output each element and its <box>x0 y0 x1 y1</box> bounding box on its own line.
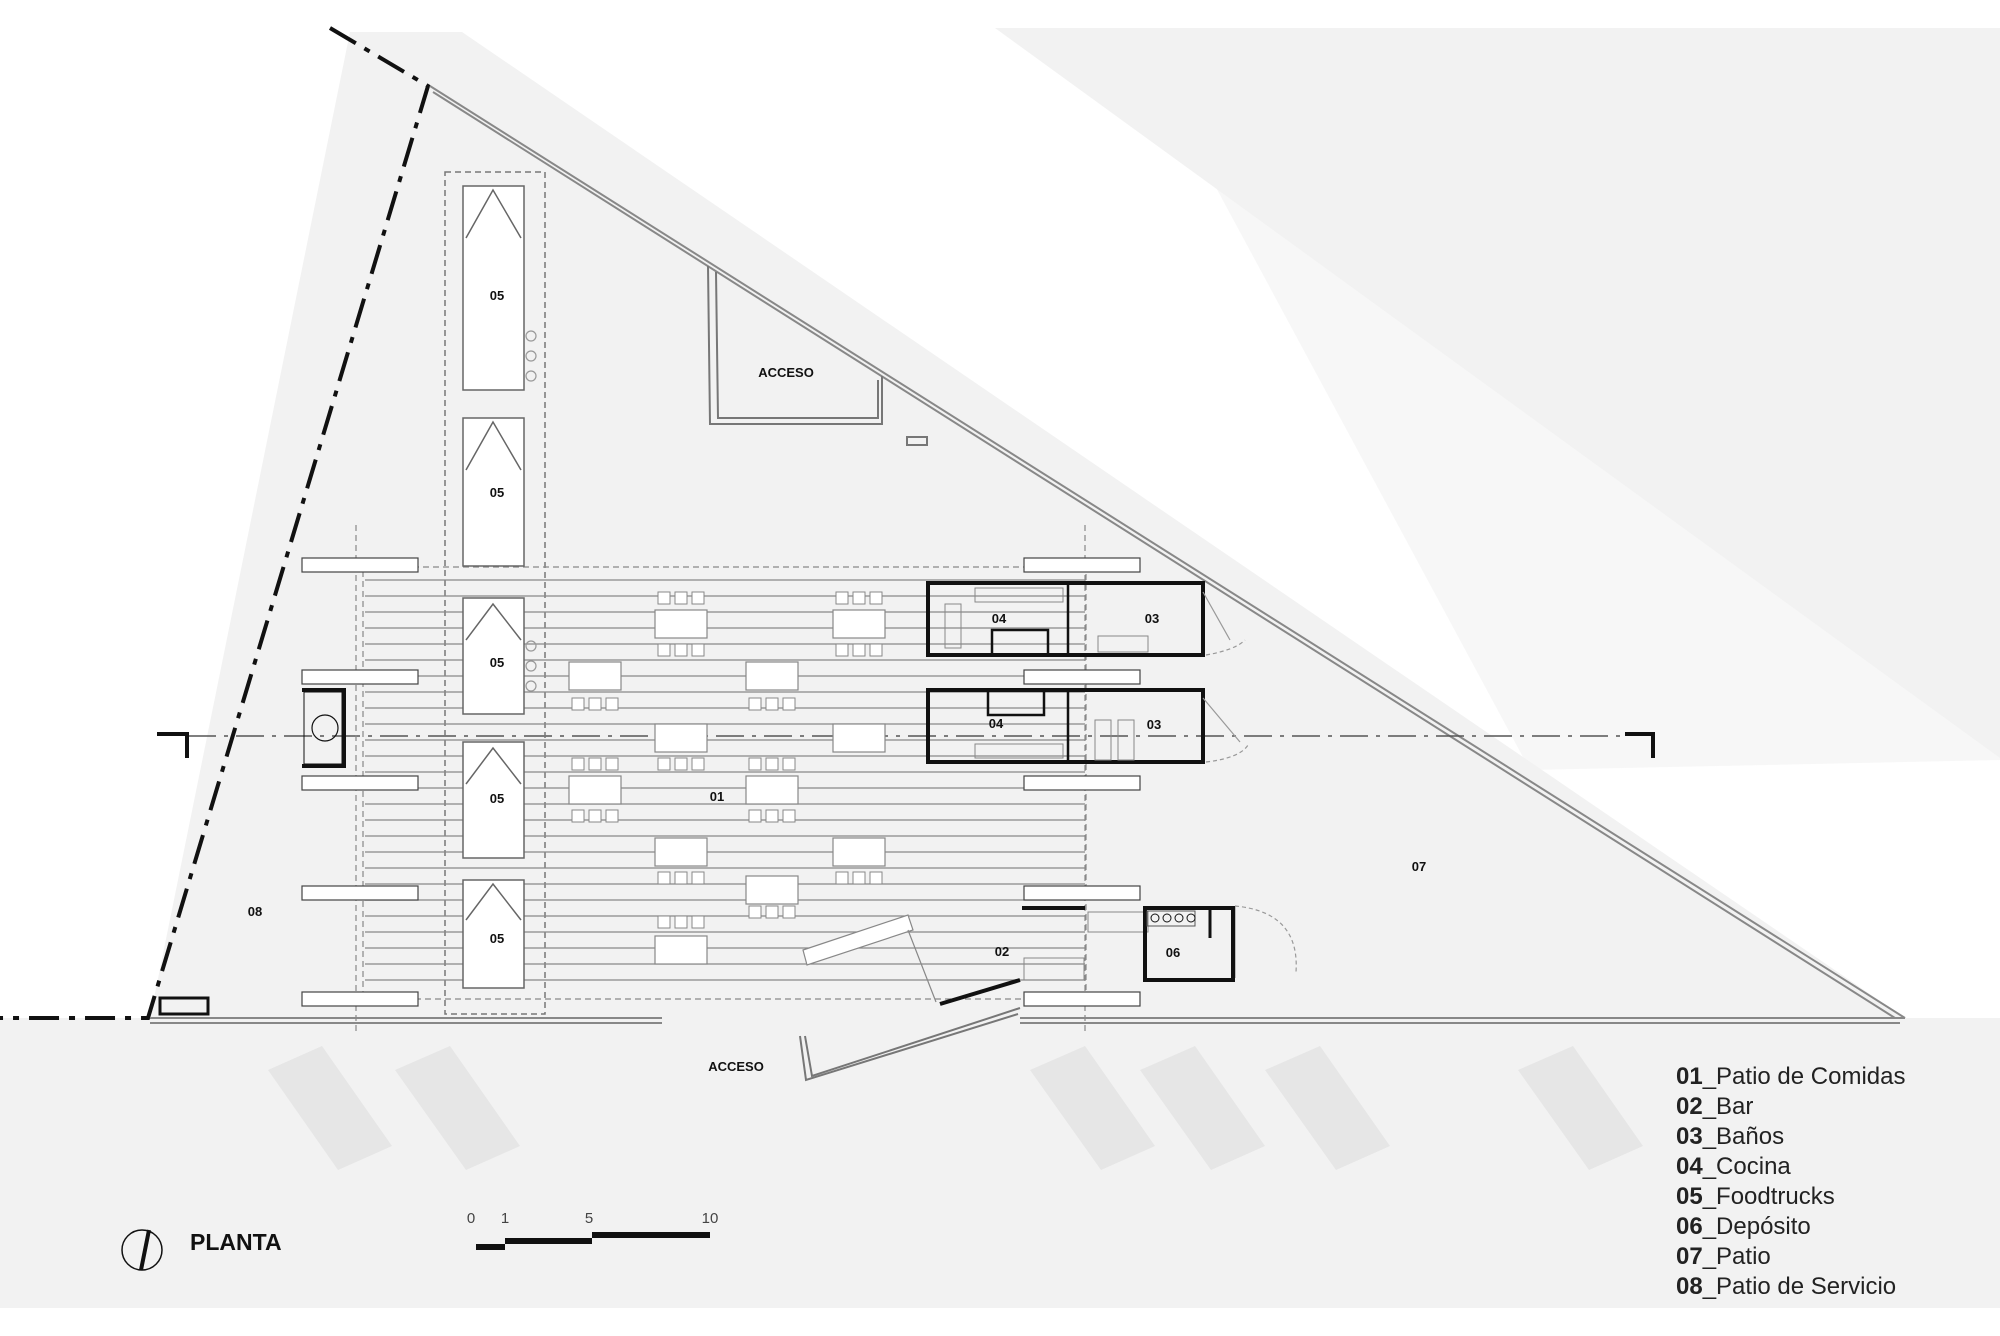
label-banos-2: 03 <box>1147 717 1161 732</box>
label-patio-servicio: 08 <box>248 904 262 919</box>
legend-num: 06 <box>1676 1213 1703 1240</box>
legend-num: 04 <box>1676 1153 1703 1180</box>
legend-num: 02 <box>1676 1093 1703 1120</box>
scale-tick-0: 0 <box>467 1210 475 1227</box>
label-cocina-2: 04 <box>989 716 1004 731</box>
label-foodtruck-3: 05 <box>490 655 504 670</box>
legend-num: 01 <box>1676 1063 1703 1090</box>
legend-num: 07 <box>1676 1243 1703 1270</box>
label-deposito: 06 <box>1166 945 1180 960</box>
legend-item: 02_Bar <box>1676 1092 1905 1122</box>
legend-text: _Baños <box>1702 1123 1785 1150</box>
label-banos-1: 03 <box>1145 611 1159 626</box>
legend-text: _Cocina <box>1702 1153 1791 1180</box>
foodtruck-wheels <box>525 330 537 692</box>
storage-block <box>1143 906 1235 982</box>
legend-text: _Bar <box>1702 1093 1754 1120</box>
service-block-1 <box>926 581 1205 657</box>
legend-item: 01_Patio de Comidas <box>1676 1062 1905 1092</box>
legend-text: _Foodtrucks <box>1702 1183 1835 1210</box>
legend-item: 07_Patio <box>1676 1242 1905 1272</box>
column-footings <box>301 557 1141 1007</box>
bar-block <box>802 906 1149 1006</box>
seats <box>571 591 883 929</box>
legend-text: _Patio de Servicio <box>1702 1273 1897 1300</box>
scale-tick-1: 1 <box>501 1210 509 1227</box>
service-box <box>158 996 210 1016</box>
scale-tick-5: 5 <box>585 1210 593 1227</box>
label-foodtruck-2: 05 <box>490 485 504 500</box>
property-boundary <box>0 26 431 1020</box>
label-cocina-1: 04 <box>992 611 1007 626</box>
access-enclosure <box>707 265 928 446</box>
parking-spaces <box>268 1046 1643 1170</box>
legend: 01_Patio de Comidas 02_Bar 03_Baños 04_C… <box>1676 1062 1905 1302</box>
site-outline <box>150 85 1906 1024</box>
scale-bar <box>476 1232 710 1250</box>
legend-text: _Patio <box>1702 1243 1771 1270</box>
foodtrucks <box>462 185 525 989</box>
tables <box>568 609 886 965</box>
legend-text: _Patio de Comidas <box>1702 1063 1906 1090</box>
legend-item: 03_Baños <box>1676 1122 1905 1152</box>
grill <box>302 688 346 768</box>
plan-title: PLANTA <box>190 1229 282 1255</box>
section-markers <box>157 732 1655 758</box>
service-block-2 <box>926 688 1205 764</box>
access-ramp <box>799 1007 1021 1082</box>
legend-item: 05_Foodtrucks <box>1676 1182 1905 1212</box>
label-foodtruck-5: 05 <box>490 931 504 946</box>
legend-num: 05 <box>1676 1183 1703 1210</box>
foodtruck-strip <box>444 171 546 1015</box>
legend-item: 08_Patio de Servicio <box>1676 1272 1905 1302</box>
label-patio: 07 <box>1412 859 1426 874</box>
label-foodtruck-1: 05 <box>490 288 504 303</box>
legend-item: 04_Cocina <box>1676 1152 1905 1182</box>
label-acceso-top: ACCESO <box>758 365 814 380</box>
label-acceso-bottom: ACCESO <box>708 1059 764 1074</box>
label-patio-comidas: 01 <box>710 789 724 804</box>
legend-num: 08 <box>1676 1273 1703 1300</box>
legend-text: _Depósito <box>1702 1213 1811 1240</box>
legend-item: 06_Depósito <box>1676 1212 1905 1242</box>
scale-tick-10: 10 <box>702 1210 719 1227</box>
label-bar: 02 <box>995 944 1009 959</box>
legend-num: 03 <box>1676 1123 1703 1150</box>
north-arrow-icon <box>121 1229 163 1271</box>
label-foodtruck-4: 05 <box>490 791 504 806</box>
